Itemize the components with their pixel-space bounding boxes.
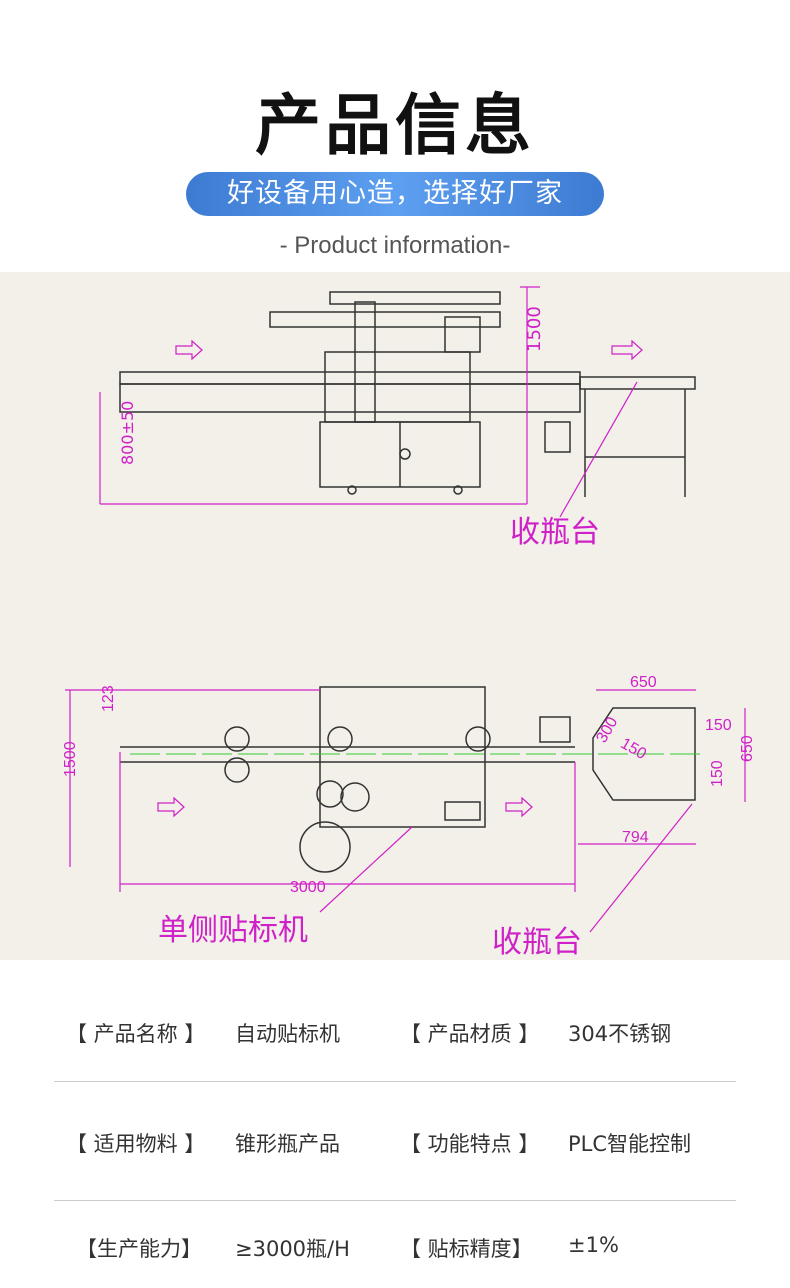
spec-value: 自动贴标机 bbox=[235, 1022, 340, 1046]
spec-label: 【 产品名称 】 bbox=[66, 1022, 206, 1046]
slogan-banner: 好设备用心造，选择好厂家 bbox=[186, 172, 604, 216]
callout-table-top: 收瓶台 bbox=[492, 926, 582, 959]
top-dimensions bbox=[65, 689, 746, 933]
top-view bbox=[120, 686, 696, 873]
dim-guide: 150 bbox=[618, 735, 650, 763]
front-dimensions bbox=[99, 286, 643, 518]
spec-value: ±1% bbox=[568, 1233, 619, 1257]
spec-value: PLC智能控制 bbox=[568, 1132, 692, 1156]
dim-chute: 300 bbox=[593, 714, 621, 746]
subtitle: - Product information- bbox=[279, 232, 511, 259]
dim-width: 1500 bbox=[62, 741, 79, 777]
dim-top: 150 bbox=[705, 717, 732, 734]
dim-length: 3000 bbox=[290, 879, 326, 896]
drawing-svg: 1500 800±50 收瓶台 3000 1500 123 650 650 79… bbox=[62, 286, 756, 959]
spec-row: 【生产能力】 ≥3000瓶/H 【 贴标精度】 ±1% bbox=[54, 1233, 736, 1273]
dim-table-height: 650 bbox=[739, 735, 756, 762]
spec-value: ≥3000瓶/H bbox=[235, 1237, 350, 1261]
callout-table-front: 收瓶台 bbox=[510, 516, 600, 549]
dim-table-width: 650 bbox=[630, 674, 657, 691]
divider bbox=[54, 1081, 736, 1082]
spec-label: 【 贴标精度】 bbox=[400, 1237, 533, 1261]
dim-offset: 123 bbox=[100, 685, 117, 712]
dim-height: 1500 bbox=[524, 306, 545, 352]
spec-row: 【 适用物料 】 锥形瓶产品 【 功能特点 】 PLC智能控制 bbox=[54, 1128, 736, 1168]
divider bbox=[54, 1200, 736, 1201]
spec-label: 【 功能特点 】 bbox=[400, 1132, 540, 1156]
dim-table-offset: 794 bbox=[622, 829, 649, 846]
dim-side: 150 bbox=[709, 760, 726, 787]
dim-base: 800±50 bbox=[118, 401, 137, 465]
page-title: 产品信息 bbox=[255, 87, 535, 164]
front-view bbox=[119, 291, 696, 497]
spec-value: 304不锈钢 bbox=[568, 1022, 672, 1046]
callout-machine: 单侧贴标机 bbox=[158, 914, 308, 947]
spec-label: 【 产品材质 】 bbox=[400, 1022, 540, 1046]
spec-label: 【生产能力】 bbox=[76, 1237, 202, 1261]
spec-table: 【 产品名称 】 自动贴标机 【 产品材质 】 304不锈钢 【 适用物料 】 … bbox=[0, 960, 790, 1288]
machine-drawing: 1500 800±50 收瓶台 3000 1500 123 650 650 79… bbox=[0, 272, 790, 960]
spec-label: 【 适用物料 】 bbox=[66, 1132, 206, 1156]
spec-value: 锥形瓶产品 bbox=[235, 1132, 340, 1156]
spec-row: 【 产品名称 】 自动贴标机 【 产品材质 】 304不锈钢 bbox=[54, 1018, 736, 1058]
